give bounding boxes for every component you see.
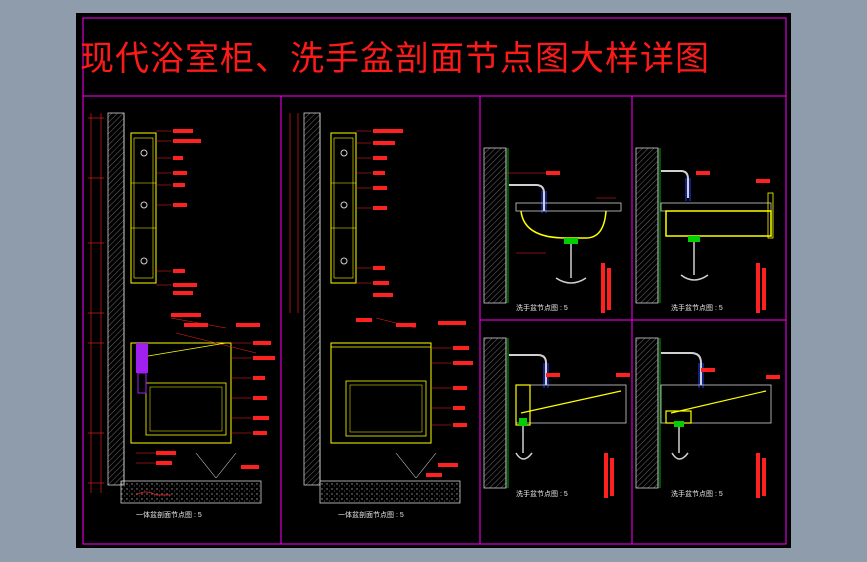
detail-caption-left-1: 一体盆剖面节点图 : 5 — [136, 512, 202, 519]
basin-detail-right-top-2 — [635, 147, 774, 313]
drawing-title: 现代浴室柜、洗手盆剖面节点图大样详图 — [80, 39, 710, 79]
basin-detail-right-bottom-2 — [635, 337, 780, 498]
drawing-sheet: 现代浴室柜、洗手盆剖面节点图大样详图 一体盆剖面节点图 : 5 一体盆剖面节点图… — [76, 13, 791, 548]
drawing-frame — [82, 17, 787, 545]
section-detail-left-1 — [88, 112, 275, 504]
basin-detail-right-bottom-1 — [483, 337, 630, 498]
detail-caption-left-2: 一体盆剖面节点图 : 5 — [338, 512, 404, 519]
detail-caption-right-top-1: 洗手盆节点图 : 5 — [516, 305, 568, 312]
drawing-canvas — [82, 17, 787, 545]
section-detail-left-2 — [289, 112, 473, 504]
detail-caption-right-top-2: 洗手盆节点图 : 5 — [671, 305, 723, 312]
detail-caption-right-bottom-2: 洗手盆节点图 : 5 — [671, 491, 723, 498]
basin-detail-right-top-1 — [483, 147, 622, 313]
detail-caption-right-bottom-1: 洗手盆节点图 : 5 — [516, 491, 568, 498]
